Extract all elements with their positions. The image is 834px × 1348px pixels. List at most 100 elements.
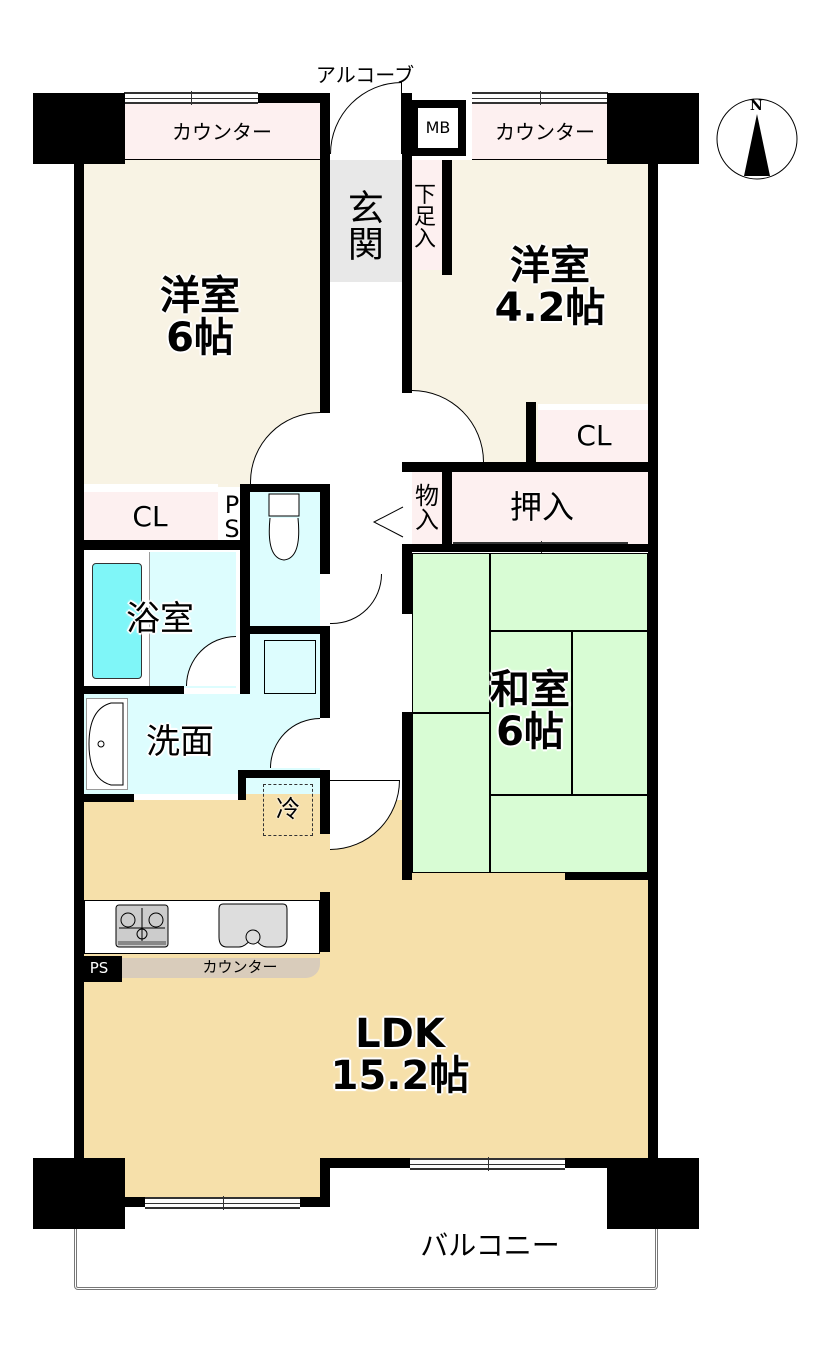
pipe-space-label: P S <box>218 488 246 546</box>
storage-small-label: 物 入 <box>412 474 442 542</box>
wall-toilet-bottom <box>240 626 330 634</box>
japanese-room-label: 和室 6帖 <box>450 656 610 766</box>
wall-outer-right <box>648 160 658 1165</box>
wall-storage-divider <box>442 462 452 552</box>
window-ldk-left <box>145 1196 300 1210</box>
wall-ldk-bottom-right-a <box>320 1158 410 1168</box>
japanese-room-name: 和室 <box>490 667 570 713</box>
western-room-left-label: 洋室 6帖 <box>120 262 280 372</box>
north-arrow-icon <box>716 98 798 180</box>
shoe-storage-label: 下 足 入 <box>408 170 442 266</box>
entrance-door[interactable] <box>330 82 402 154</box>
washing-machine <box>264 640 316 694</box>
ps-char-s: S <box>224 515 240 543</box>
wall-bath-bottom <box>74 686 184 694</box>
ldk-name: LDK <box>355 1011 445 1057</box>
western-room-left-name: 洋室 <box>160 273 240 319</box>
bathtub-water <box>92 563 142 679</box>
wall-kitchen-end <box>320 892 330 952</box>
counter-top-left <box>124 103 320 160</box>
compass-north-label: N <box>750 98 763 114</box>
fridge-space <box>263 784 313 836</box>
storage-small <box>412 472 442 544</box>
window-ldk-right <box>410 1157 565 1171</box>
tatami-mat <box>490 795 648 873</box>
washroom-label: 洗面 <box>146 722 214 763</box>
western-room-right-size: 4.2帖 <box>494 285 606 331</box>
oshiire-closet <box>452 472 650 544</box>
wall-western-right-bottom <box>402 462 658 472</box>
door-toilet[interactable] <box>330 574 382 624</box>
genkan-floor <box>330 160 406 282</box>
ldk-size: 15.2帖 <box>330 1053 470 1099</box>
wall-ldk-bottom-mid <box>300 1197 330 1207</box>
shoe-storage-char-3: 入 <box>413 227 436 252</box>
shoe-storage <box>408 160 442 270</box>
western-room-right-label: 洋室 4.2帖 <box>460 232 640 342</box>
column-bottom-right <box>607 1158 699 1229</box>
wall-wash-bottom <box>74 794 134 802</box>
shoe-storage-char-2: 足 <box>413 205 436 230</box>
wall-top-left <box>258 93 330 103</box>
meter-box-label: MB <box>425 117 451 137</box>
column-top-left <box>33 93 125 164</box>
fridge-label: 冷 <box>276 795 300 824</box>
wall-ps-right <box>240 484 250 694</box>
wall-wash-notch <box>238 770 246 800</box>
window-top-left <box>124 91 258 105</box>
wall-wash-bottom-right <box>238 770 330 778</box>
wall-japanese-top <box>402 544 658 552</box>
kitchen-bar-counter <box>122 958 320 978</box>
wall-shoe-right <box>442 160 452 275</box>
ps-char-p: P <box>224 491 240 519</box>
wall-japanese-left-lower <box>402 712 412 880</box>
wall-cl-right-left <box>526 402 536 464</box>
meter-box <box>410 100 466 156</box>
compass: N <box>716 98 798 180</box>
wall-western-left-right <box>320 93 330 413</box>
western-room-right-name: 洋室 <box>510 243 590 289</box>
wall-toilet-top <box>240 484 330 492</box>
wall-japanese-bottom <box>565 872 658 880</box>
tatami-mat <box>490 553 648 631</box>
ldk-label: LDK 15.2帖 <box>300 1000 500 1110</box>
toilet-icon <box>266 492 302 564</box>
column-bottom-left <box>33 1158 125 1229</box>
wall-mb-side <box>402 93 412 393</box>
bathroom-label: 浴室 <box>126 599 194 640</box>
wall-wash-right <box>320 634 330 718</box>
closet-left <box>82 484 218 540</box>
shoe-storage-char-1: 下 <box>413 183 436 208</box>
western-room-left-size: 6帖 <box>166 315 234 361</box>
tatami-mat <box>412 553 490 713</box>
genkan-label: 玄関 <box>341 189 383 261</box>
counter-top-right-label: カウンター <box>495 119 595 144</box>
japanese-room-size: 6帖 <box>496 709 564 755</box>
storage-small-door-icon[interactable] <box>372 506 404 538</box>
wall-japanese-left <box>402 544 412 614</box>
alcove-label: アルコーブ <box>315 62 415 87</box>
sink-icon <box>217 903 289 949</box>
kitchen-counter-label: カウンター <box>202 958 278 977</box>
tatami-mat <box>412 713 490 873</box>
balcony-label: バルコニー <box>420 1229 560 1263</box>
washbasin <box>86 698 128 790</box>
kitchen-ps-box <box>82 956 122 982</box>
kitchen-ps-label: PS <box>89 959 109 978</box>
storage-small-char-1: 物 <box>415 482 439 510</box>
closet-right-label: CL <box>576 419 612 453</box>
wall-ldk-bottom-right-b <box>565 1158 607 1168</box>
tatami-mat <box>572 631 648 795</box>
wall-cl-left-bottom <box>74 540 250 550</box>
storage-small-char-2: 入 <box>415 506 439 534</box>
wall-ldk-step <box>320 1158 330 1207</box>
wall-fridge-right <box>320 770 330 834</box>
counter-top-right <box>472 103 608 160</box>
oshiire-label: 押入 <box>509 488 574 527</box>
wall-toilet-right <box>320 484 330 574</box>
closet-right <box>538 404 650 462</box>
stove-icon <box>115 904 169 948</box>
window-top-right <box>472 91 608 105</box>
wall-outer-left <box>74 160 84 1165</box>
closet-left-label: CL <box>132 500 168 534</box>
